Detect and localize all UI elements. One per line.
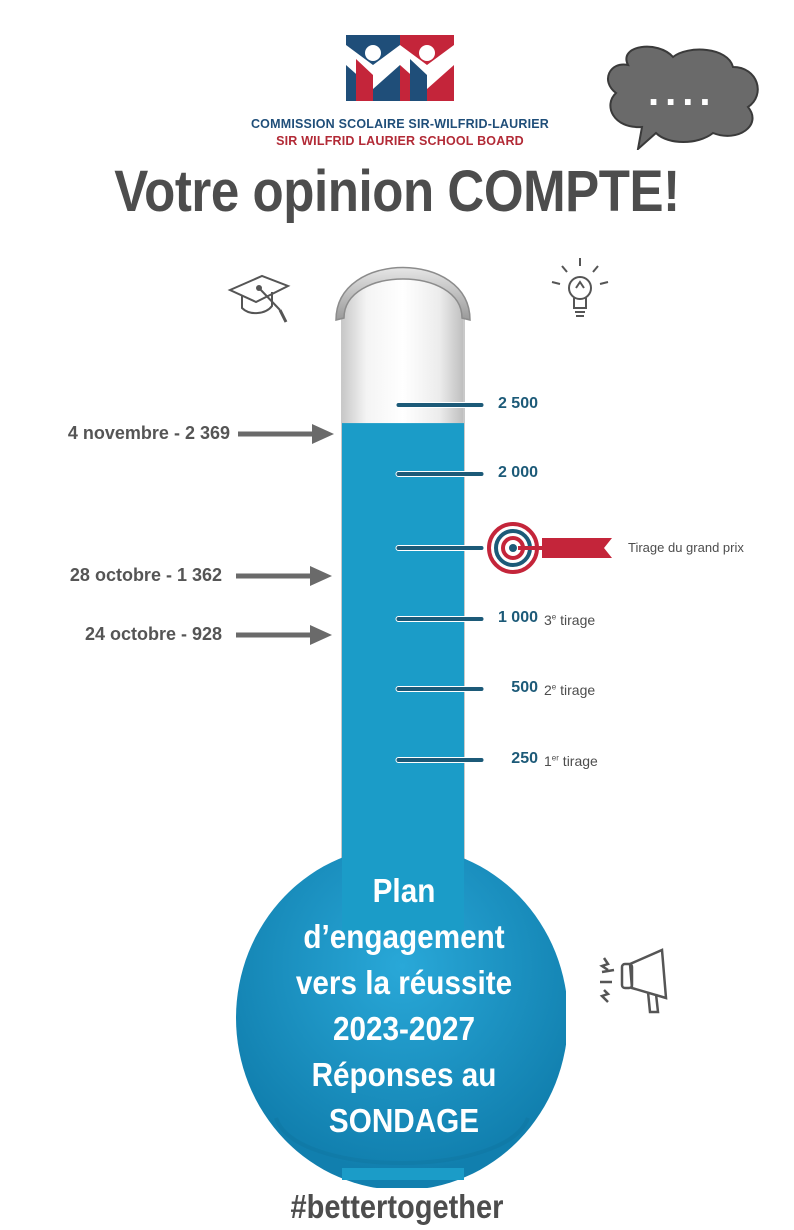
bulb-line: Plan <box>372 872 436 909</box>
thermometer <box>236 266 566 1188</box>
tirage-suffix: er <box>551 753 559 763</box>
megaphone-icon <box>599 948 668 1014</box>
arrow-right-icon <box>236 625 332 645</box>
bulb-line: 2023-2027 <box>332 1010 476 1047</box>
scale-tick <box>395 757 485 763</box>
graduation-cap-icon <box>227 274 291 323</box>
tick-label: 2 500 <box>497 395 538 412</box>
thermometer-fluid <box>342 423 464 933</box>
scale-tick <box>395 471 485 477</box>
date-marker-label: 4 novembre - 2 369 <box>67 423 230 443</box>
date-marker-label: 24 octobre - 928 <box>84 624 222 644</box>
bulb-line: vers la réussite <box>295 964 513 1001</box>
tirage-suffix: e <box>551 612 557 622</box>
scale-tick <box>395 402 485 408</box>
tick-label: 500 <box>511 679 538 696</box>
tirage-label: 1er tirage <box>544 753 598 769</box>
speech-bubble-text: .... <box>648 70 716 114</box>
light-bulb-icon <box>551 258 609 317</box>
tick-label: 1 000 <box>497 609 538 626</box>
speech-bubble-icon: .... <box>607 45 759 150</box>
tirage-label: Tirage du grand prix <box>628 540 744 555</box>
bulb-line: d’engagement <box>303 918 505 955</box>
arrow-right-icon <box>238 424 334 444</box>
scale-tick <box>395 616 485 622</box>
target-icon <box>487 522 612 574</box>
org-name-en: SIR WILFRID LAURIER SCHOOL BOARD <box>276 134 524 148</box>
tirage-number: 1 <box>544 753 552 769</box>
thermometer-bulb <box>236 846 566 1188</box>
hashtag: #bettertogether <box>290 1188 504 1225</box>
school-board-logo <box>346 35 454 101</box>
tick-label: 250 <box>511 750 538 767</box>
tirage-word: tirage <box>556 682 596 698</box>
arrow-right-icon <box>236 566 332 586</box>
tirage-suffix: e <box>551 682 557 692</box>
tirage-word: tirage <box>556 612 596 628</box>
tirage-label: 2e tirage <box>544 682 595 698</box>
tirage-number: 3 <box>544 612 552 628</box>
bulb-line: Réponses au <box>311 1056 497 1093</box>
tirage-word: tirage <box>558 753 598 769</box>
scale-tick <box>395 545 485 551</box>
page-title: Votre opinion COMPTE! <box>114 159 680 224</box>
org-name-fr: COMMISSION SCOLAIRE SIR-WILFRID-LAURIER <box>250 117 550 131</box>
tick-label: 2 000 <box>497 464 538 481</box>
date-marker-label: 28 octobre - 1 362 <box>69 565 222 585</box>
bulb-text: Plan d’engagement vers la réussite 2023-… <box>271 868 537 1144</box>
bulb-line: SONDAGE <box>328 1102 480 1139</box>
tirage-label: 3e tirage <box>544 612 595 628</box>
tirage-number: 2 <box>544 682 552 698</box>
scale-tick <box>395 686 485 692</box>
